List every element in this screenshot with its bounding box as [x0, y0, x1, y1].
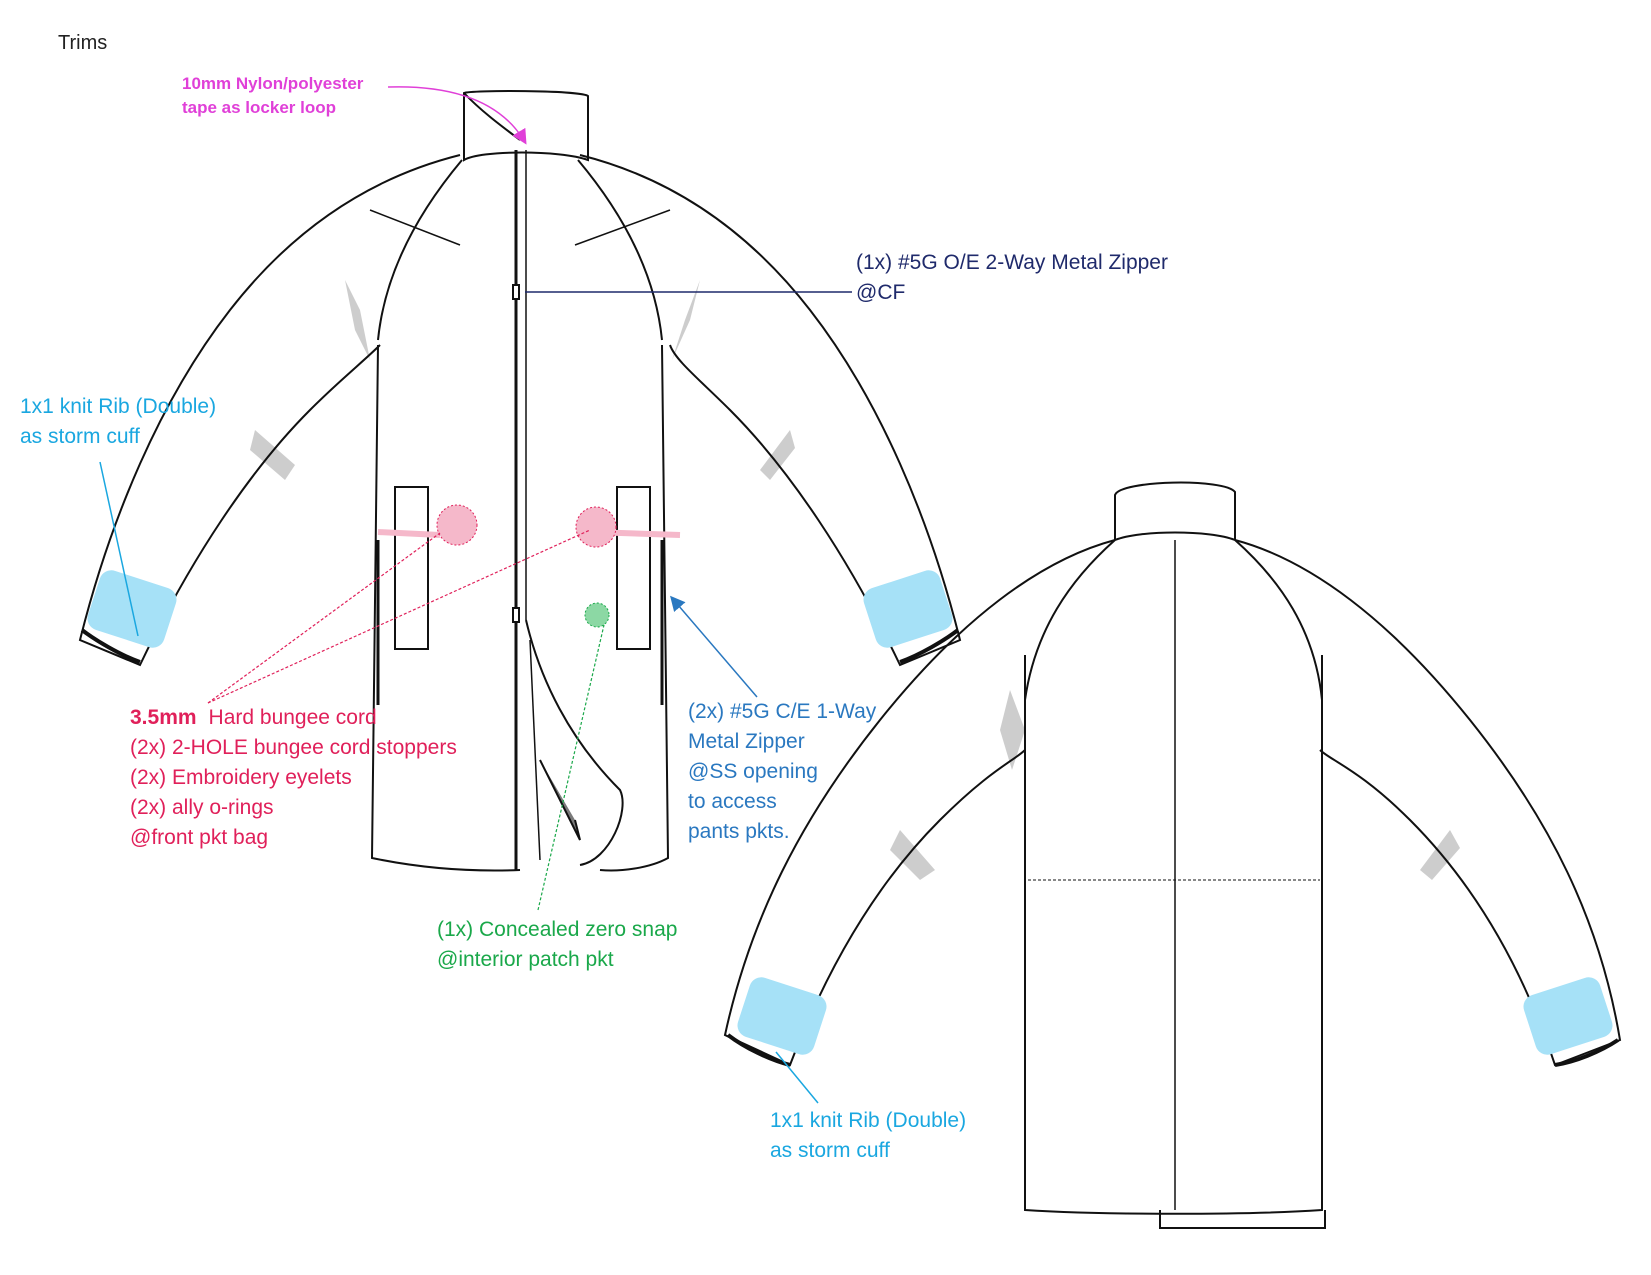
bungee-cord-text: Hard bungee cord: [208, 706, 377, 729]
back-jacket: [723, 481, 1622, 1229]
rib-cuff-callout-right: 1x1 knit Rib (Double) as storm cuff: [770, 1106, 966, 1166]
rib-cuff-callout-left: 1x1 knit Rib (Double) as storm cuff: [20, 392, 216, 452]
bungee-markers: [377, 504, 681, 548]
callout-line: (1x) #5G O/E 2-Way Metal Zipper: [856, 251, 1168, 274]
callout-line: (2x) 2-HOLE bungee cord stoppers: [130, 736, 457, 759]
callout-line: @interior patch pkt: [437, 948, 614, 971]
leader-locker: [387, 86, 527, 145]
bungee-size: 3.5mm: [130, 706, 197, 729]
callout-line: tape as locker loop: [182, 98, 336, 117]
locker-loop-callout: 10mm Nylon/polyester tape as locker loop: [182, 72, 363, 120]
leader-ss-zipper: [670, 595, 758, 698]
leader-snap: [537, 624, 605, 911]
callout-line: 1x1 knit Rib (Double): [770, 1109, 967, 1132]
callout-line: (2x) Embroidery eyelets: [130, 766, 352, 789]
callout-line: Metal Zipper: [688, 730, 805, 753]
callout-line: (2x) #5G C/E 1-Way: [688, 700, 877, 723]
snap-marker: [584, 602, 610, 628]
leader-lines: [99, 86, 852, 1104]
callout-line: @SS opening: [688, 760, 818, 783]
page-title: Trims: [58, 32, 108, 54]
callout-line: as storm cuff: [770, 1139, 890, 1162]
callout-line: (1x) Concealed zero snap: [437, 918, 678, 941]
leader-rib-left: [99, 461, 139, 637]
callout-line: 10mm Nylon/polyester: [182, 74, 364, 93]
callout-line: @front pkt bag: [130, 826, 269, 849]
callout-line: pants pkts.: [688, 820, 790, 843]
callout-line: as storm cuff: [20, 425, 140, 448]
callout-line: 1x1 knit Rib (Double): [20, 395, 217, 418]
bungee-callout: 3.5mm Hard bungee cord (2x) 2-HOLE bungee…: [130, 703, 457, 853]
callout-line: @CF: [856, 281, 906, 304]
callout-line: 3.5mm Hard bungee cord: [130, 703, 457, 733]
cf-zipper-callout: (1x) #5G O/E 2-Way Metal Zipper @CF: [856, 248, 1168, 308]
sleeve-shadows-front: [250, 280, 795, 480]
rib-cuffs-front: [87, 570, 953, 648]
leader-rib-right: [775, 1051, 819, 1104]
side-seam-zipper-callout: (2x) #5G C/E 1-Way Metal Zipper @SS open…: [688, 697, 876, 847]
callout-line: to access: [688, 790, 777, 813]
callout-line: (2x) ally o-rings: [130, 796, 274, 819]
snap-callout: (1x) Concealed zero snap @interior patch…: [437, 915, 677, 975]
leader-bungee-1: [207, 532, 441, 704]
front-jacket: [78, 90, 962, 872]
rib-cuffs-back: [737, 977, 1613, 1055]
sleeve-shadows-back: [890, 690, 1460, 880]
